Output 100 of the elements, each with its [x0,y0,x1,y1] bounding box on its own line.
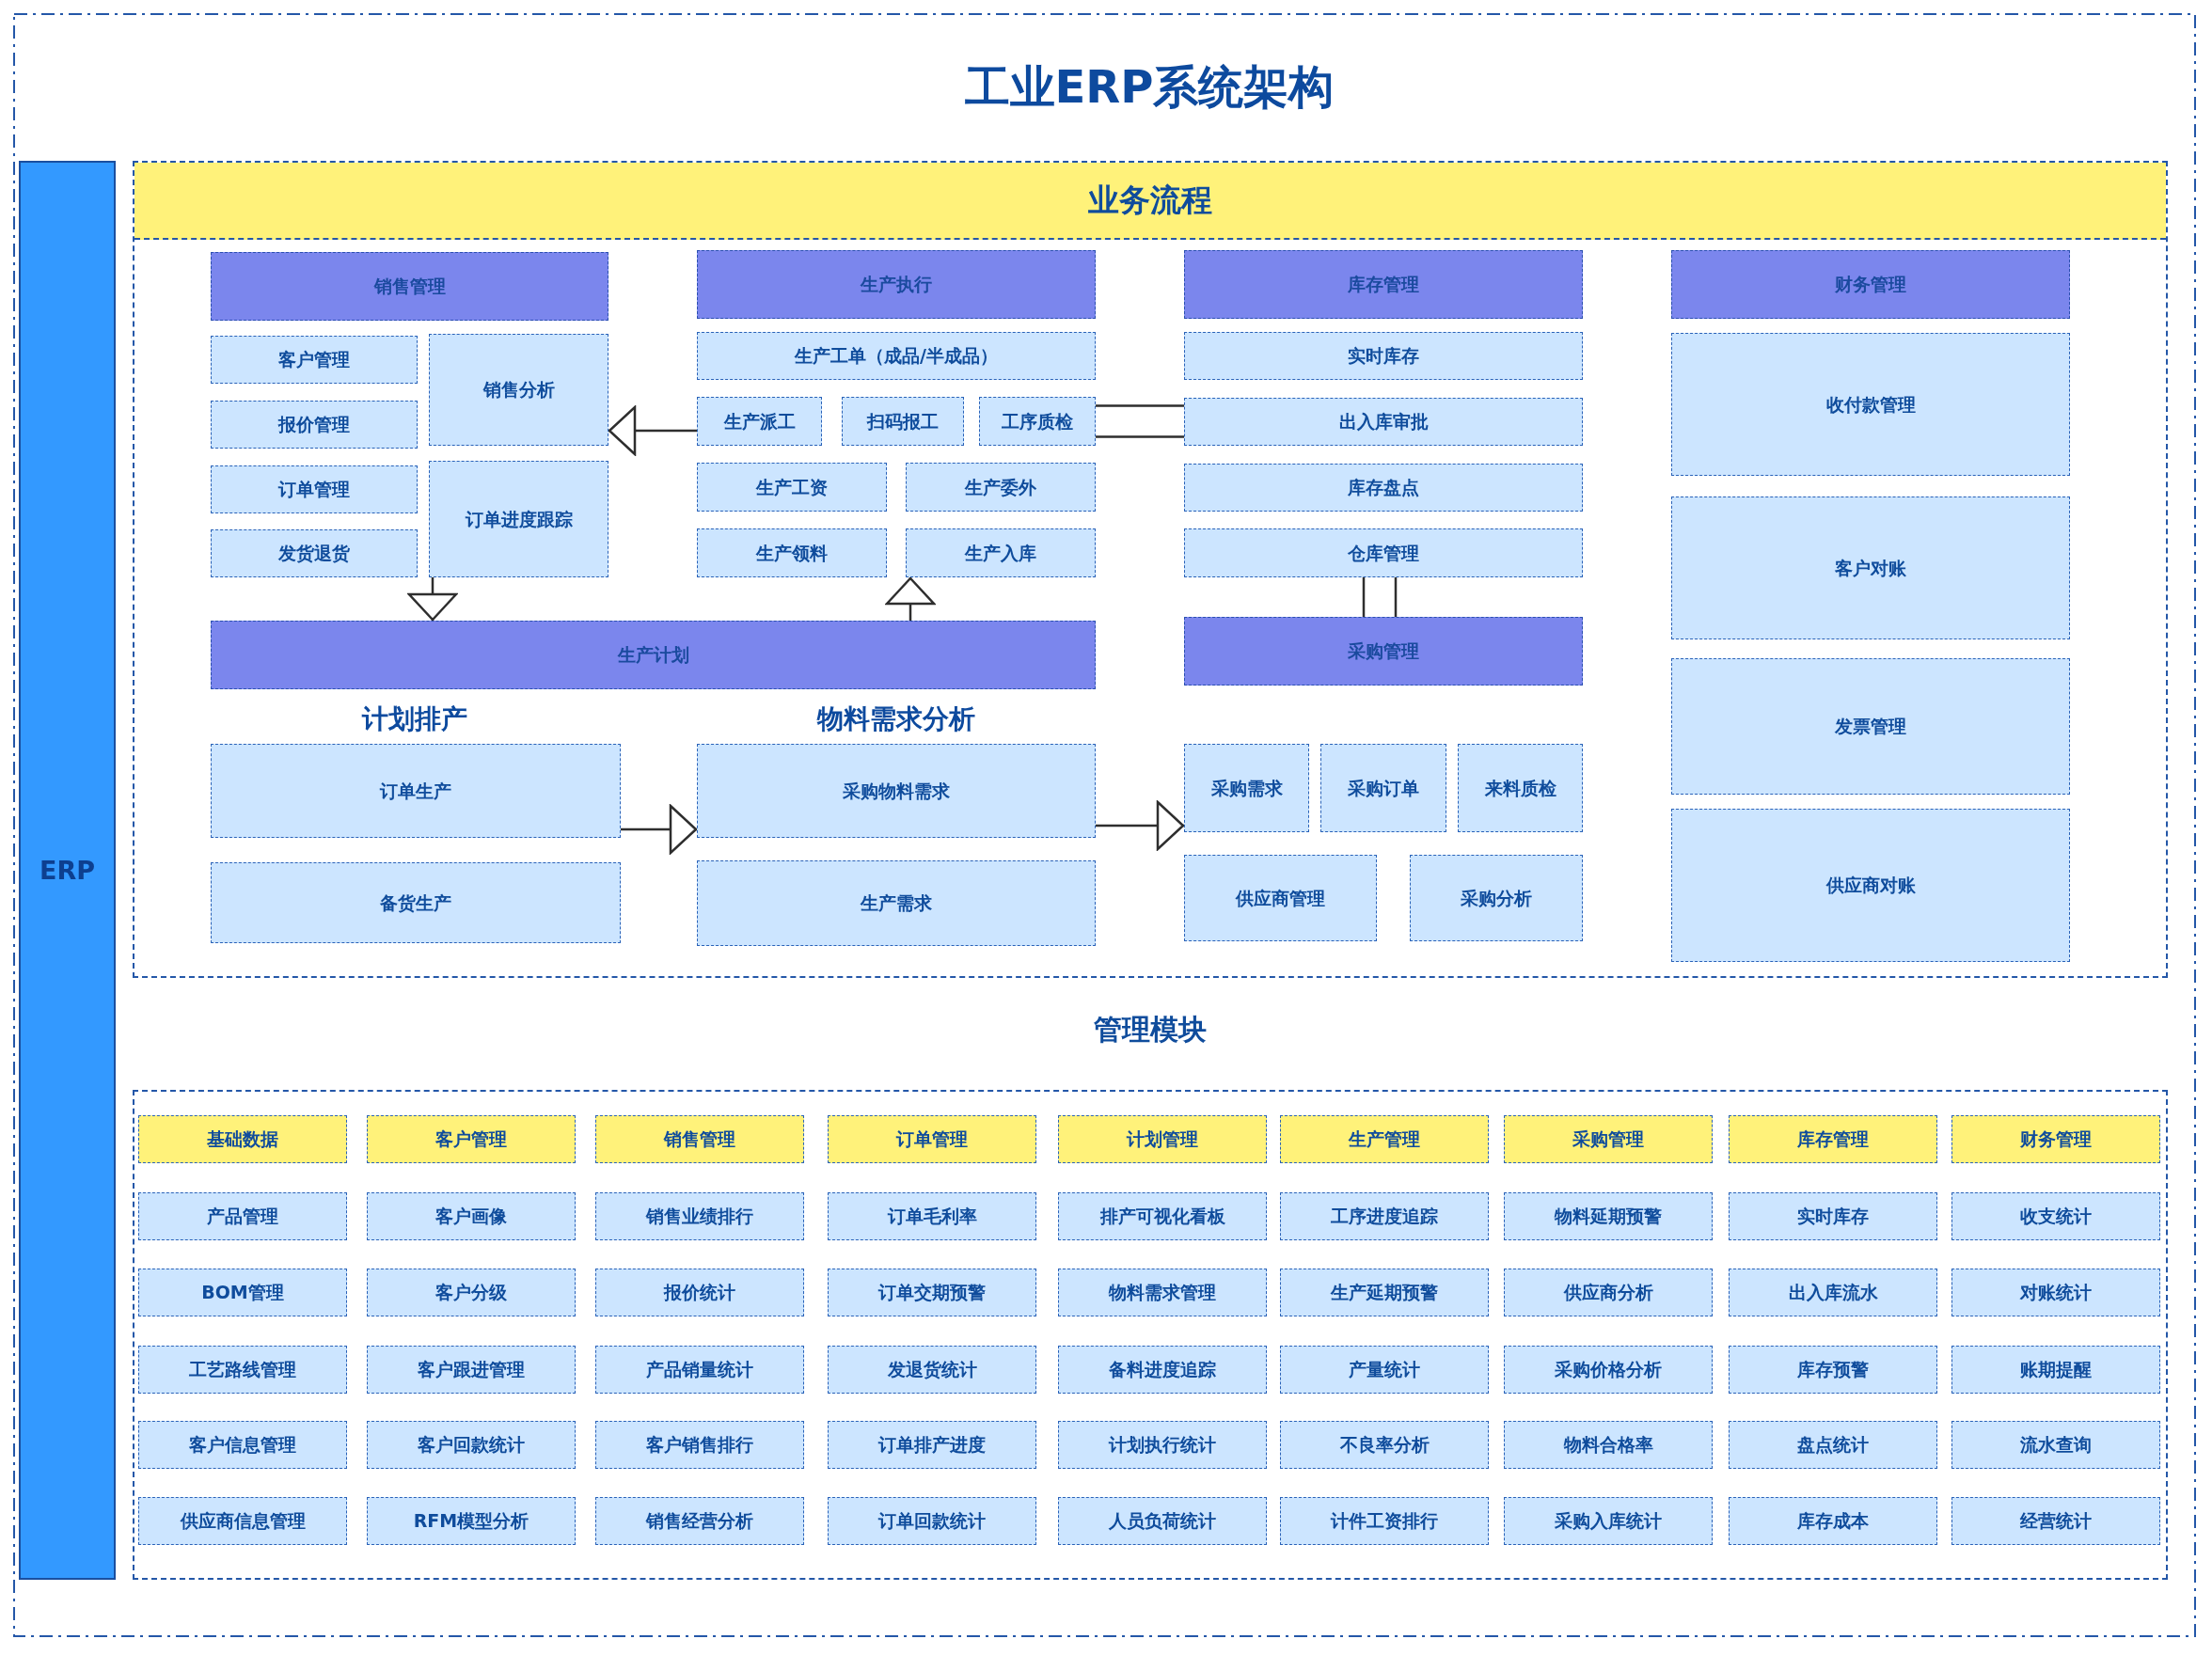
double-line-connector [1094,404,1186,438]
function-box: 销售业绩排行 [595,1192,804,1240]
function-box: 订单生产 [211,744,621,838]
function-box: 生产派工 [697,397,822,446]
function-box: 客户对账 [1671,496,2070,639]
function-box: 库存成本 [1729,1497,1937,1545]
function-box: 工序质检 [979,397,1096,446]
function-box: 订单毛利率 [828,1192,1036,1240]
arrow [885,576,936,621]
function-box: 生产工资 [697,463,887,512]
function-box: 产品管理 [138,1192,347,1240]
function-box: 来料质检 [1458,744,1583,832]
function-box: 订单进度跟踪 [429,461,608,577]
function-box: BOM管理 [138,1269,347,1316]
arrow [1096,800,1185,851]
function-box: 收付款管理 [1671,333,2070,476]
category-header: 客户管理 [367,1115,576,1163]
function-box: 客户回款统计 [367,1421,576,1469]
section-panel [133,161,2168,978]
module-header: 生产计划 [211,621,1096,689]
function-box: 产品销量统计 [595,1346,804,1394]
category-header: 基础数据 [138,1115,347,1163]
function-box: 供应商信息管理 [138,1497,347,1545]
function-box: 生产延期预警 [1280,1269,1489,1316]
function-box: 供应商分析 [1504,1269,1713,1316]
function-box: 发票管理 [1671,658,2070,795]
function-box: 采购需求 [1184,744,1309,832]
function-box: 扫码报工 [842,397,964,446]
category-header: 销售管理 [595,1115,804,1163]
function-box: 订单排产进度 [828,1421,1036,1469]
arrow [621,804,698,855]
function-box: 库存预警 [1729,1346,1937,1394]
function-box: 采购入库统计 [1504,1497,1713,1545]
function-box: 报价统计 [595,1269,804,1316]
group-heading: 计划排产 [362,703,467,735]
function-box: 仓库管理 [1184,528,1583,577]
function-box: 流水查询 [1951,1421,2160,1469]
function-box: 客户管理 [211,336,418,384]
function-box: 报价管理 [211,401,418,449]
side-bar: ERP [19,161,116,1580]
function-box: 产量统计 [1280,1346,1489,1394]
module-header: 销售管理 [211,252,608,321]
function-box: 采购价格分析 [1504,1346,1713,1394]
function-box: 实时库存 [1184,332,1583,380]
function-box: 客户跟进管理 [367,1346,576,1394]
function-box: 收支统计 [1951,1192,2160,1240]
function-box: 备货生产 [211,862,621,943]
function-box: 工序进度追踪 [1280,1192,1489,1240]
function-box: 对账统计 [1951,1269,2160,1316]
function-box: 生产领料 [697,528,887,577]
category-header: 订单管理 [828,1115,1036,1163]
section-header: 业务流程 [134,163,2166,240]
function-box: 工艺路线管理 [138,1346,347,1394]
function-box: 采购物料需求 [697,744,1096,838]
function-box: 订单管理 [211,465,418,513]
function-box: 不良率分析 [1280,1421,1489,1469]
function-box: 排产可视化看板 [1058,1192,1267,1240]
function-box: 生产工单（成品/半成品） [697,332,1096,380]
function-box: 人员负荷统计 [1058,1497,1267,1545]
function-box: 采购分析 [1410,855,1583,941]
function-box: 计件工资排行 [1280,1497,1489,1545]
function-box: 计划执行统计 [1058,1421,1267,1469]
function-box: 经营统计 [1951,1497,2160,1545]
function-box: 客户销售排行 [595,1421,804,1469]
module-header: 生产执行 [697,250,1096,319]
module-header: 采购管理 [1184,617,1583,686]
function-box: RFM模型分析 [367,1497,576,1545]
function-box: 客户分级 [367,1269,576,1316]
module-header: 库存管理 [1184,250,1583,319]
function-box: 出入库流水 [1729,1269,1937,1316]
function-box: 物料合格率 [1504,1421,1713,1469]
function-box: 物料延期预警 [1504,1192,1713,1240]
function-box: 客户信息管理 [138,1421,347,1469]
module-header: 财务管理 [1671,250,2070,319]
function-box: 生产需求 [697,860,1096,946]
function-box: 销售经营分析 [595,1497,804,1545]
function-box: 账期提醒 [1951,1346,2160,1394]
category-header: 计划管理 [1058,1115,1267,1163]
function-box: 生产委外 [906,463,1096,512]
group-heading: 物料需求分析 [817,703,975,735]
function-box: 发退货统计 [828,1346,1036,1394]
arrow [407,577,458,622]
section-title: 管理模块 [1094,1013,1207,1047]
category-header: 生产管理 [1280,1115,1489,1163]
function-box: 物料需求管理 [1058,1269,1267,1316]
function-box: 客户画像 [367,1192,576,1240]
function-box: 采购订单 [1320,744,1446,832]
arrow [608,405,697,456]
function-box: 生产入库 [906,528,1096,577]
double-line-connector [1362,575,1398,619]
function-box: 库存盘点 [1184,464,1583,512]
function-box: 出入库审批 [1184,398,1583,446]
function-box: 发货退货 [211,529,418,577]
function-box: 供应商对账 [1671,809,2070,962]
function-box: 备料进度追踪 [1058,1346,1267,1394]
category-header: 采购管理 [1504,1115,1713,1163]
function-box: 销售分析 [429,334,608,446]
function-box: 订单回款统计 [828,1497,1036,1545]
function-box: 订单交期预警 [828,1269,1036,1316]
function-box: 盘点统计 [1729,1421,1937,1469]
